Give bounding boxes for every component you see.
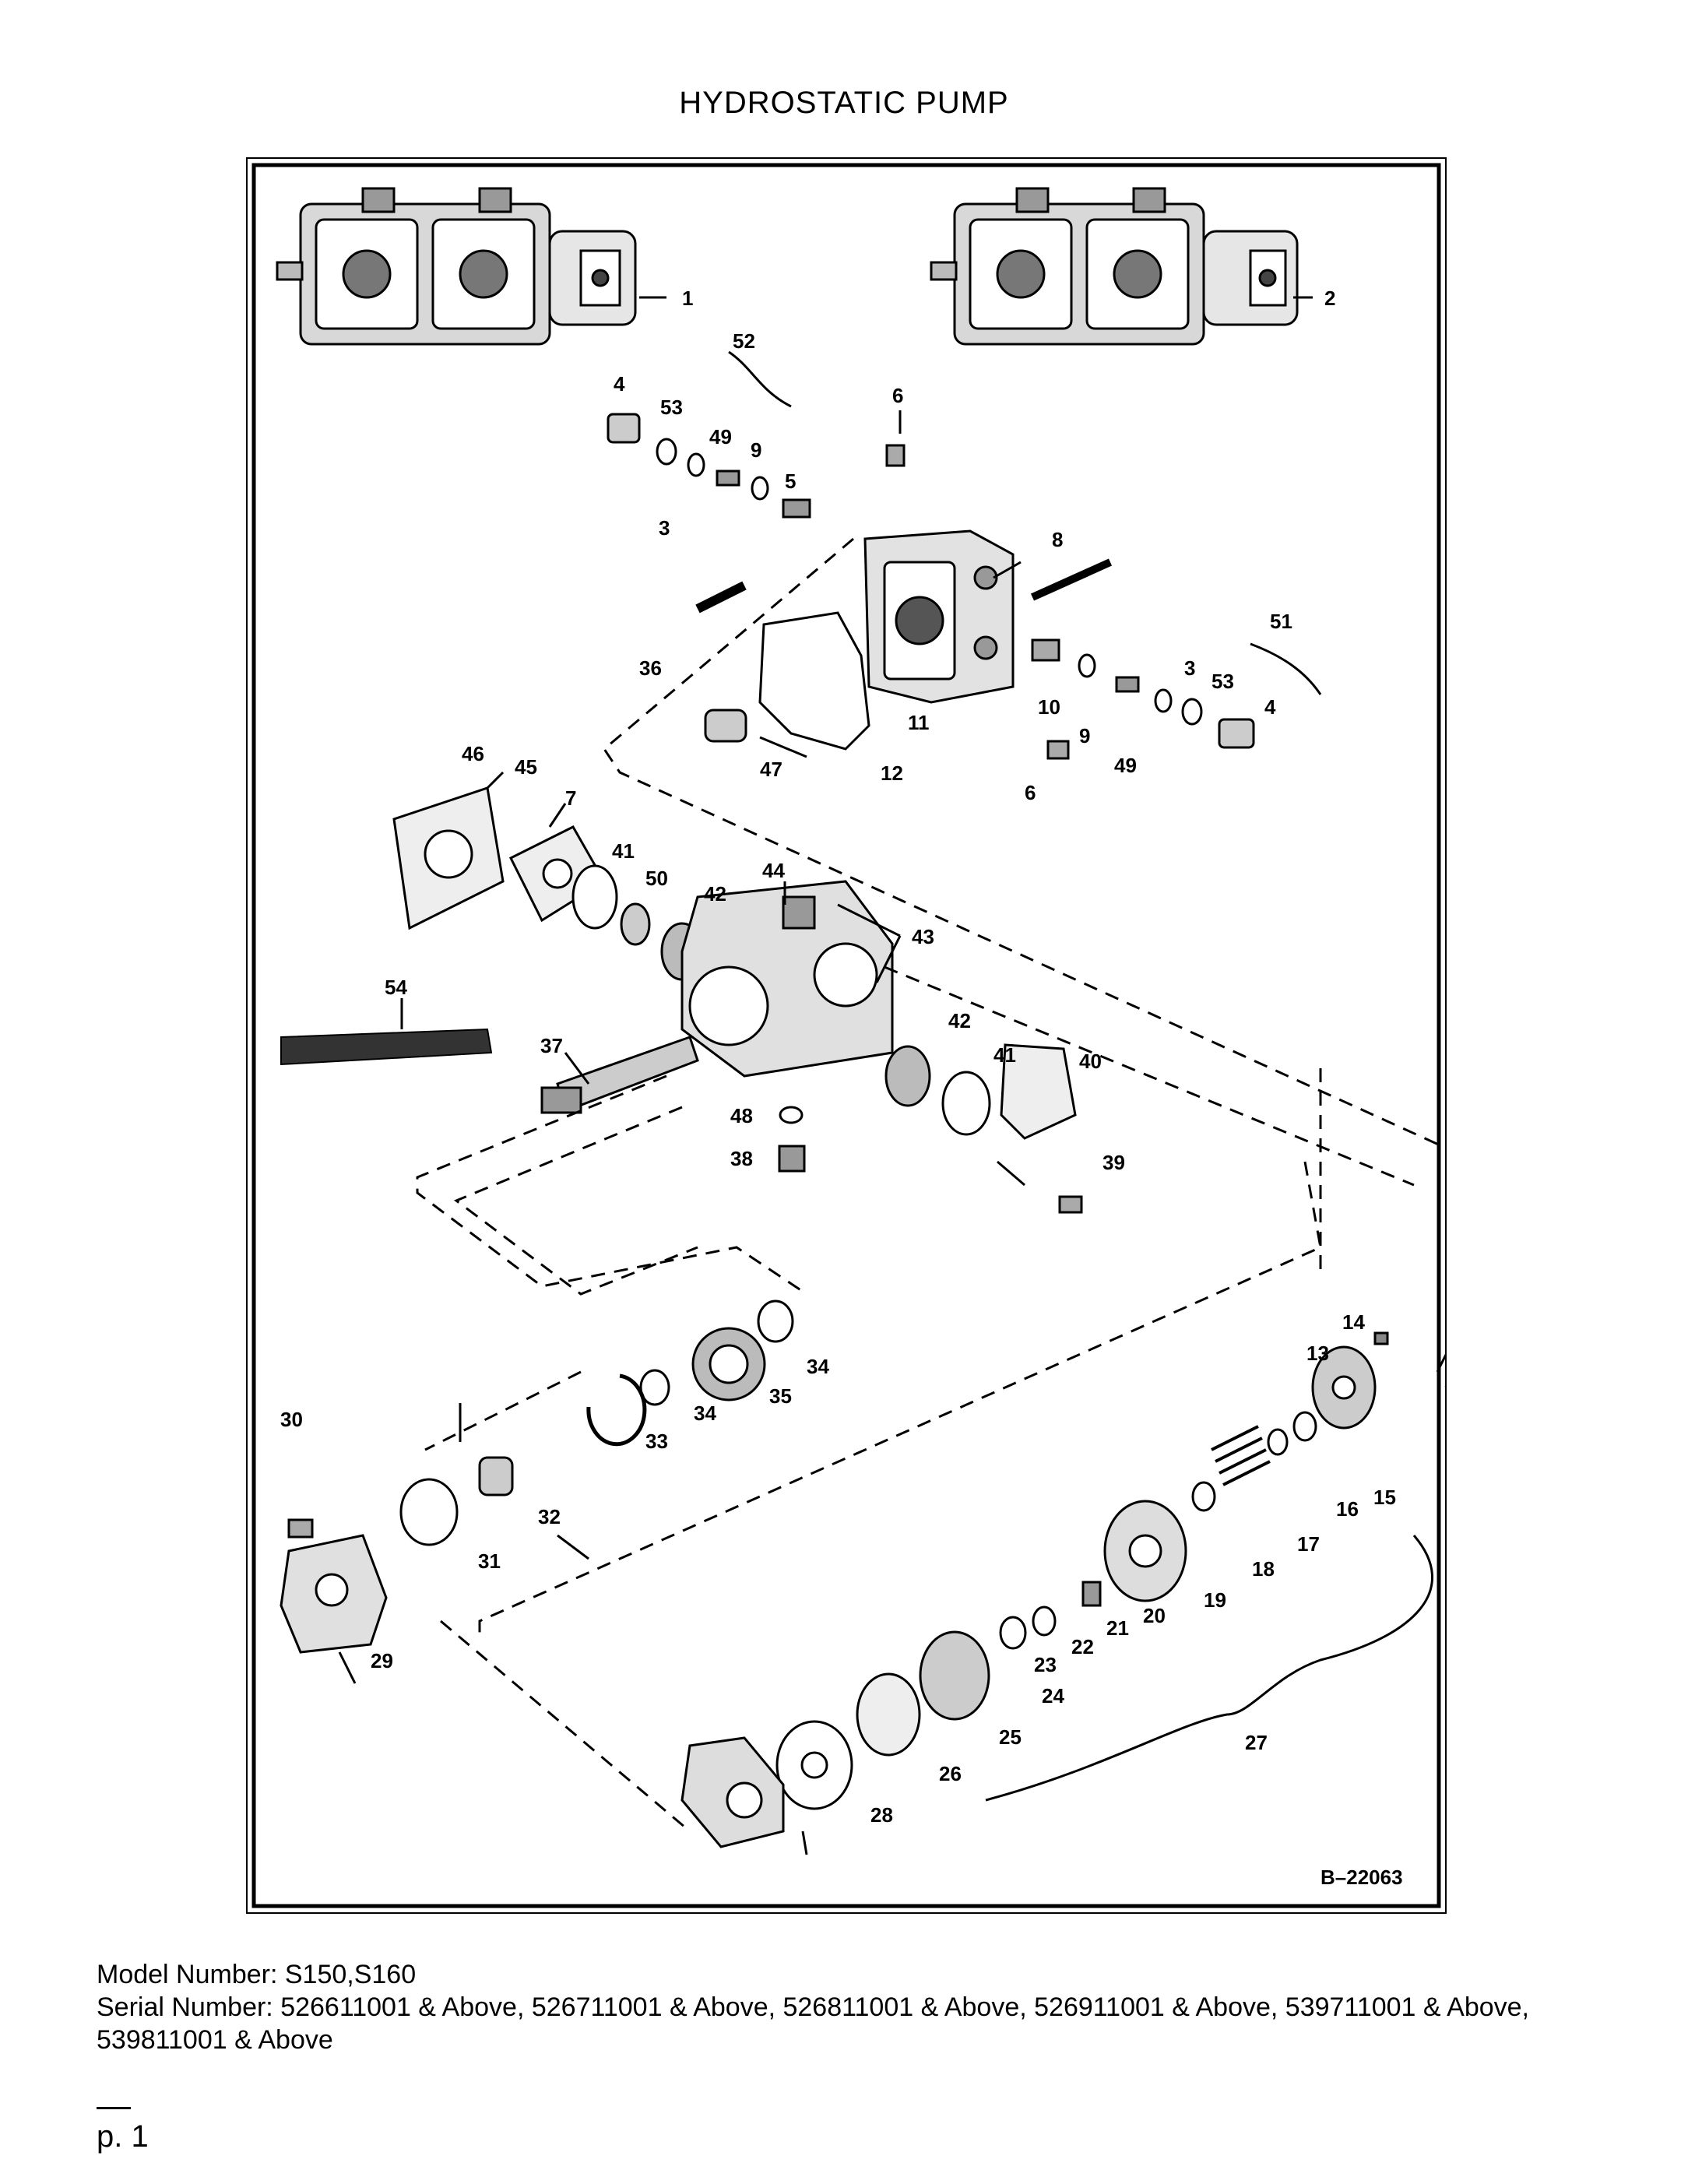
callout-label: 4	[1264, 695, 1276, 719]
callout-label: 22	[1071, 1635, 1094, 1658]
callout-label: 3	[1184, 656, 1195, 680]
callout-label: 8	[1052, 528, 1063, 551]
callout-label: 6	[1025, 781, 1036, 804]
callout-label: 46	[462, 742, 484, 765]
callout-label: 41	[612, 839, 635, 863]
gasket-drawing	[758, 611, 870, 751]
pump-assembly-1-drawing	[276, 187, 637, 346]
callout-label: 17	[1297, 1532, 1320, 1556]
callout-label: 49	[709, 425, 732, 448]
callout-label: 15	[1373, 1486, 1396, 1509]
callout-label: 20	[1143, 1604, 1166, 1627]
callout-label: 14	[1342, 1310, 1365, 1334]
end-cover-drawing	[863, 529, 1015, 704]
callout-label: 32	[538, 1505, 561, 1528]
callout-label: 29	[371, 1649, 393, 1672]
callout-label: 49	[1114, 754, 1137, 777]
drain-plug-drawing	[778, 1106, 806, 1173]
callout-label: 31	[478, 1549, 501, 1573]
callout-label: 9	[751, 438, 761, 462]
callout-label: 19	[1204, 1588, 1226, 1612]
model-number: Model Number: S150,S160	[97, 1960, 417, 1989]
callout-label: 34	[807, 1355, 829, 1378]
callout-label: 35	[769, 1384, 792, 1408]
callout-label: 39	[1102, 1151, 1125, 1174]
callout-label: 51	[1270, 610, 1292, 633]
callout-label: 5	[785, 470, 796, 493]
callout-label: 42	[704, 882, 726, 906]
callout-label: 43	[912, 925, 934, 948]
exploded-parts-diagram: 1 2 52 4 53 49 9 5 3 6 8 51 3 53 4 10 9 …	[246, 157, 1447, 1914]
callout-label: 37	[540, 1034, 563, 1057]
model-serial-info: Model Number: S150,S160 Serial Number: 5…	[97, 1958, 1607, 2056]
callout-label: 24	[1042, 1684, 1064, 1707]
shaft-drawing	[540, 1036, 699, 1114]
callout-label: 9	[1079, 724, 1090, 747]
callout-label: 52	[733, 329, 755, 353]
rotating-group-parts	[680, 1331, 1389, 1848]
decal-drawing	[280, 1028, 493, 1066]
callout-label: 18	[1252, 1557, 1275, 1581]
callout-label: 23	[1034, 1653, 1057, 1676]
callout-label: 26	[939, 1762, 962, 1785]
callout-label: 2	[1324, 287, 1335, 310]
callout-labels: 1 2 52 4 53 49 9 5 3 6 8 51 3 53 4 10 9 …	[280, 287, 1396, 1827]
callout-label: 13	[1306, 1342, 1329, 1365]
upper-small-parts	[607, 413, 1113, 601]
callout-label: 42	[948, 1009, 971, 1032]
callout-label: 4	[614, 372, 625, 396]
callout-label: 34	[694, 1401, 716, 1425]
callout-label: 54	[385, 976, 407, 999]
callout-label: 30	[280, 1408, 303, 1431]
callout-label: 11	[908, 711, 930, 734]
callout-label: 50	[645, 867, 668, 890]
callout-label: 3	[659, 516, 670, 540]
callout-label: 16	[1336, 1497, 1359, 1521]
callout-label: 33	[645, 1430, 668, 1453]
callout-label: 1	[682, 287, 693, 310]
callout-label: 53	[1211, 670, 1234, 693]
callout-label: 28	[870, 1803, 893, 1827]
callout-label: 27	[1245, 1731, 1268, 1754]
callout-label: 40	[1079, 1050, 1102, 1073]
diagram-inner-border	[251, 163, 1441, 1908]
callout-label: 47	[760, 758, 782, 781]
callout-label: 48	[730, 1104, 753, 1127]
callout-label: 7	[565, 786, 576, 810]
bolt-drawing	[695, 581, 747, 614]
braces	[728, 350, 1434, 1802]
callout-label: 53	[660, 396, 683, 419]
callout-label: 10	[1038, 695, 1060, 719]
right-valve-parts	[1031, 638, 1255, 760]
callout-label: 21	[1106, 1616, 1129, 1640]
callout-label: 45	[515, 755, 537, 779]
charge-pump-parts	[280, 1299, 794, 1654]
leader-lines	[338, 296, 1447, 1855]
page-title: HYDROSTATIC PUMP	[679, 86, 1009, 120]
callout-label: 41	[993, 1043, 1016, 1067]
assembly-dashed-lines	[416, 537, 1447, 1833]
serial-number: Serial Number: 526611001 & Above, 526711…	[97, 1992, 1530, 2055]
callout-label: 12	[881, 761, 903, 785]
bearing-drawing	[704, 709, 747, 743]
callout-label: 44	[762, 859, 785, 882]
pump-assembly-2-drawing	[930, 187, 1299, 346]
callout-label: 36	[639, 656, 662, 680]
right-bearing-parts	[884, 1043, 1083, 1214]
callout-label: 6	[892, 384, 903, 407]
page-number: p. 1	[97, 2119, 149, 2154]
diagram-outer-border	[246, 157, 1447, 1914]
figure-reference: B–22063	[1321, 1866, 1403, 1889]
callout-label: 38	[730, 1147, 753, 1170]
callout-label: 25	[999, 1725, 1022, 1749]
pump-housing-drawing	[680, 880, 894, 1078]
footer-rule	[97, 2107, 131, 2109]
